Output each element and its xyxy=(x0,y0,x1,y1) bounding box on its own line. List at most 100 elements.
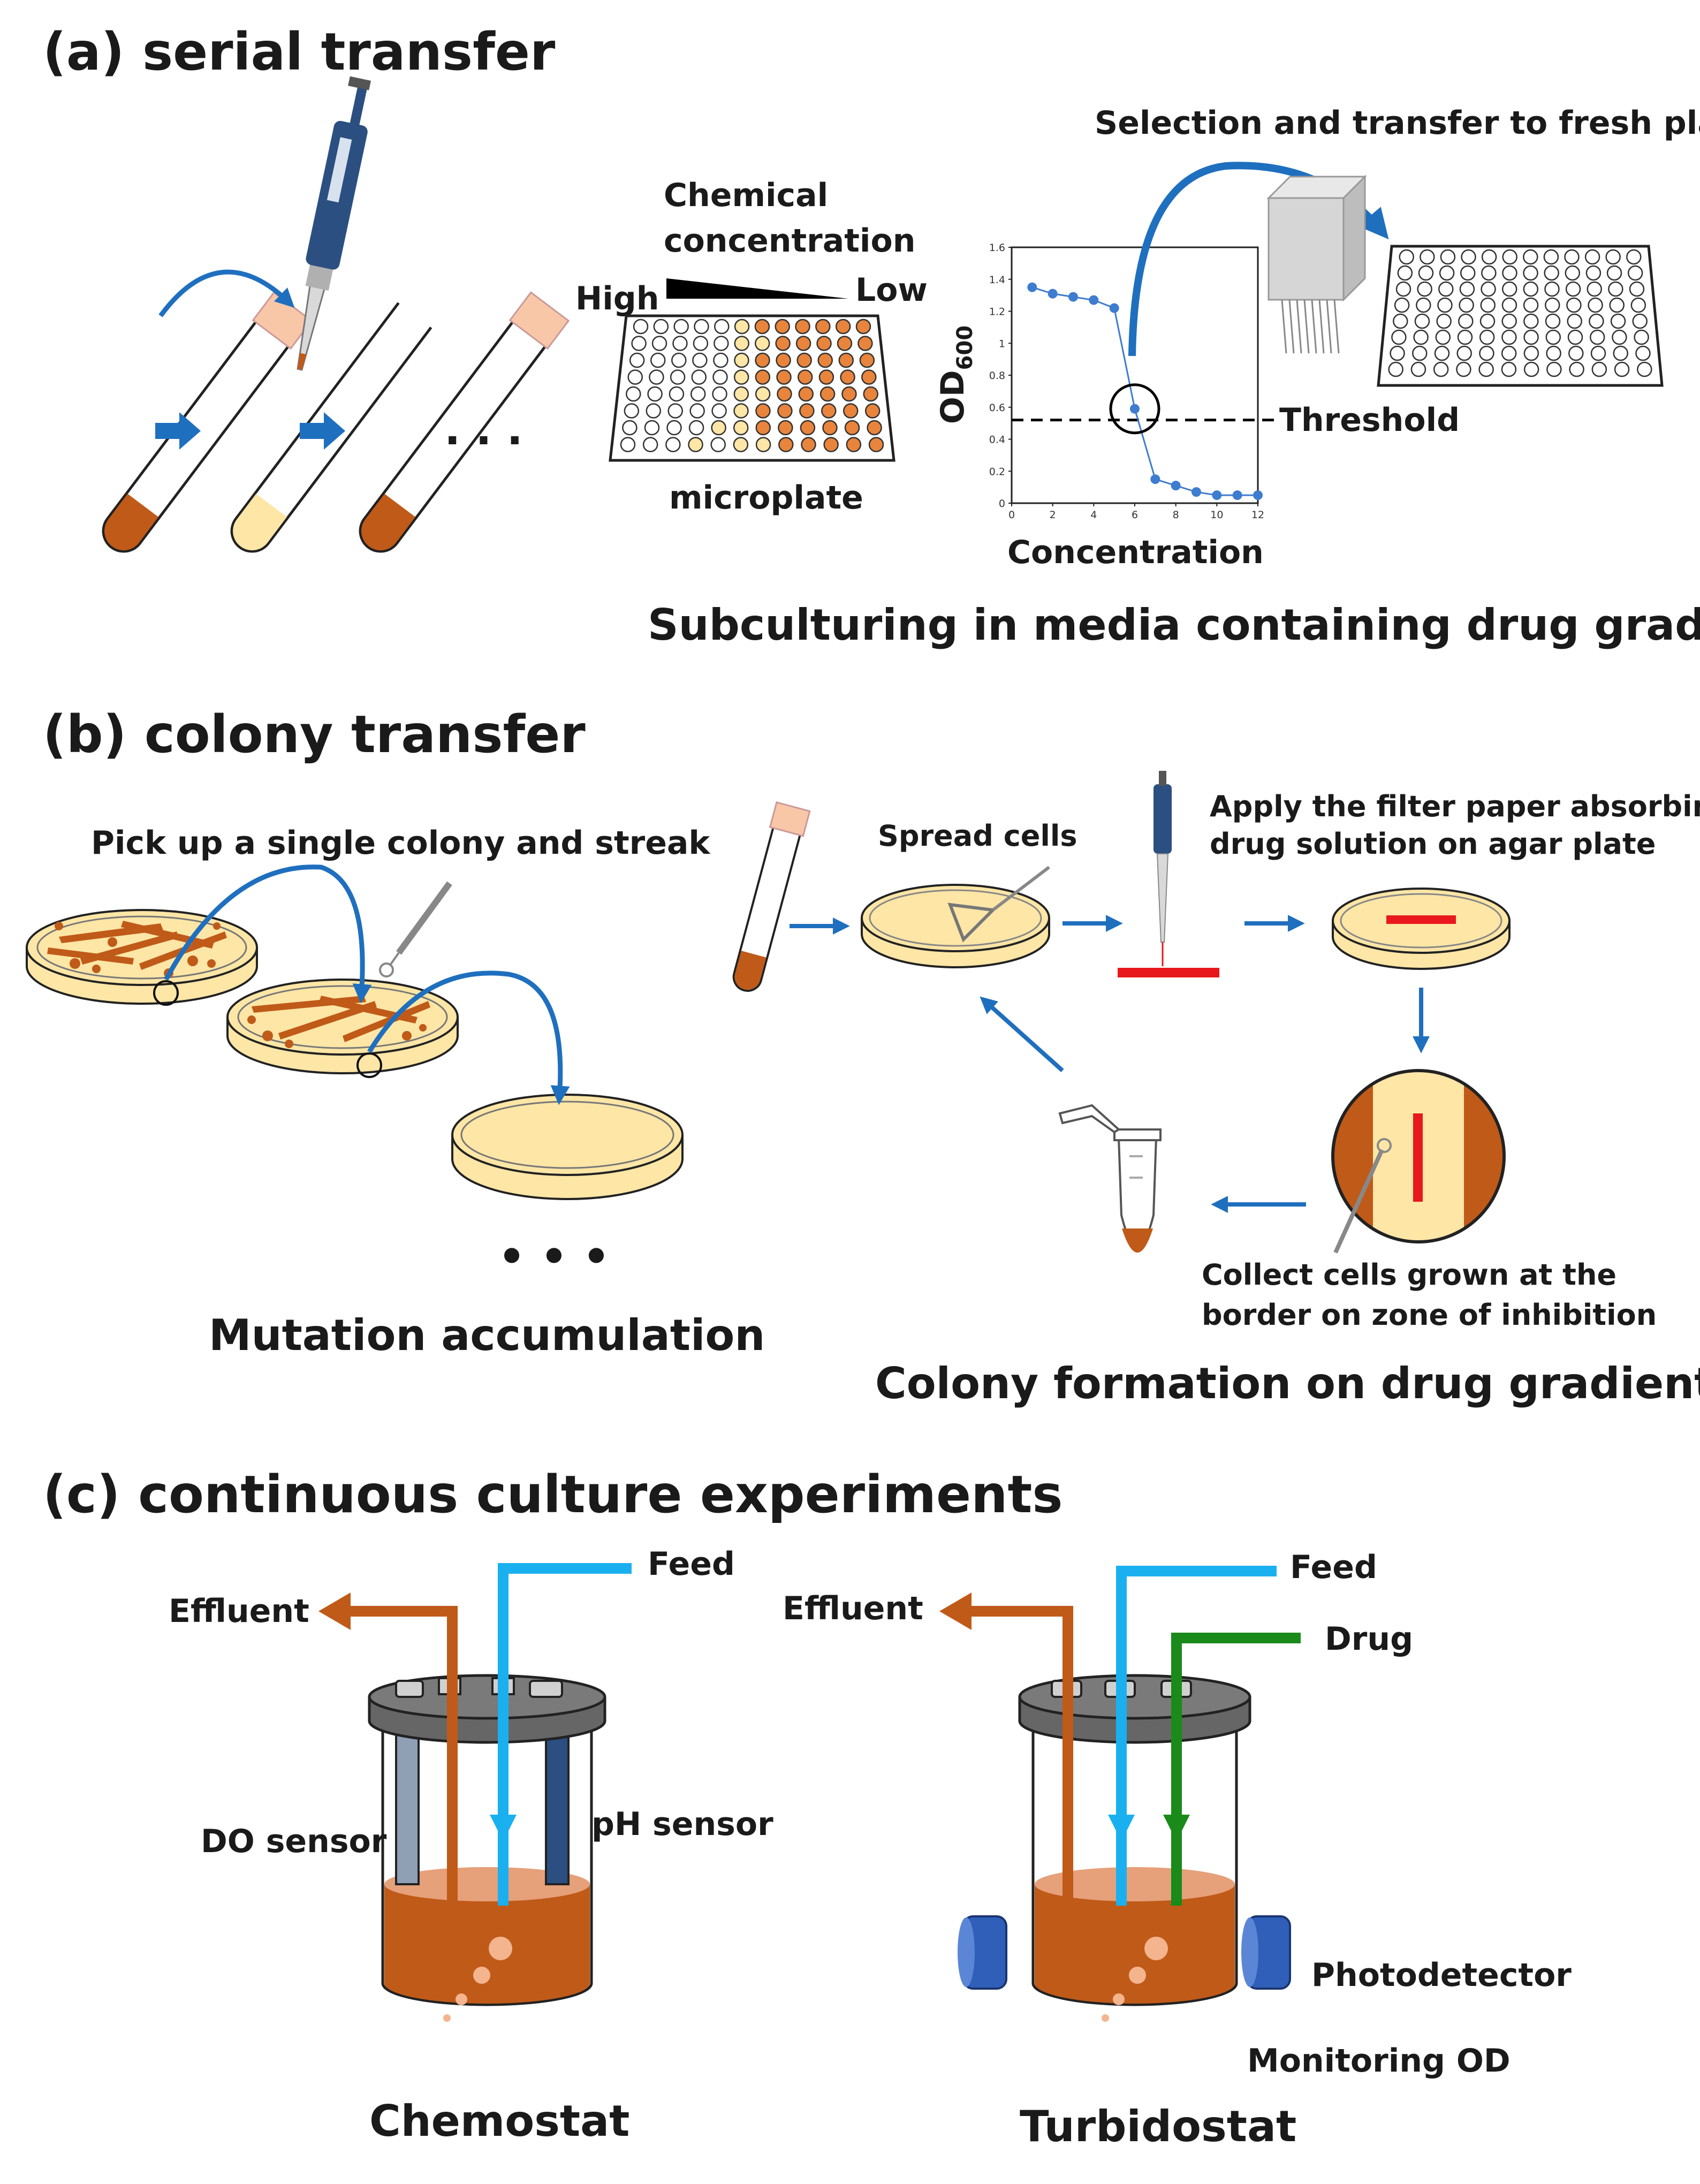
pipette-tip xyxy=(1303,299,1310,354)
fresh-plate-well xyxy=(1439,265,1455,281)
pipette-tip xyxy=(1326,299,1332,354)
y-tick-label: 0.6 xyxy=(989,402,1005,414)
fresh-plate-well xyxy=(1567,313,1582,329)
fresh-plate xyxy=(1377,245,1664,387)
streak-arrow-2 xyxy=(367,970,570,1105)
photodetector-right-icon xyxy=(1241,1915,1291,1990)
ph-sensor-probe xyxy=(545,1717,570,1885)
plate-well xyxy=(733,386,749,402)
fresh-plate-well xyxy=(1481,281,1496,297)
plate-well xyxy=(821,403,837,419)
fresh-plate-well xyxy=(1456,345,1472,361)
y-tick-label: 1.2 xyxy=(989,306,1005,318)
plate-well xyxy=(711,403,727,419)
plate-well xyxy=(692,352,708,368)
fresh-plate-well xyxy=(1635,345,1651,361)
apply-label-line2: drug solution on agar plate xyxy=(1210,827,1656,861)
fresh-plate-well xyxy=(1523,361,1539,377)
plate-well xyxy=(714,336,729,351)
transfer-label: Selection and transfer to fresh plate xyxy=(1095,104,1700,142)
plate-well xyxy=(712,386,727,402)
x-tick-label: 10 xyxy=(1210,509,1223,521)
plate-well xyxy=(843,403,859,419)
fresh-plate-well xyxy=(1501,329,1517,345)
plate-well xyxy=(714,318,730,335)
chemostat-effluent-line xyxy=(343,1606,458,1906)
plate-well xyxy=(755,420,771,436)
plate-well xyxy=(672,336,688,351)
gradient-title-line2: concentration xyxy=(664,222,915,260)
plate-well xyxy=(868,437,884,452)
fresh-plate-well xyxy=(1413,329,1429,345)
fresh-plate-well xyxy=(1566,297,1582,313)
fresh-plate-well xyxy=(1479,329,1495,345)
plate-well xyxy=(626,386,641,402)
panel-a-heading: (a) serial transfer xyxy=(43,22,556,82)
fresh-plate-well xyxy=(1605,249,1621,265)
fresh-plate-well xyxy=(1546,361,1562,377)
plate-well xyxy=(855,318,871,335)
fresh-plate-well xyxy=(1459,281,1475,297)
fresh-plate-well xyxy=(1565,281,1581,297)
spread-plate xyxy=(861,866,1050,968)
panel-b-caption: Colony formation on drug gradients xyxy=(875,1359,1700,1408)
monitoring-od-label: Monitoring OD xyxy=(1247,2042,1511,2080)
fresh-plate-wells xyxy=(1388,249,1652,377)
turbidostat-effluent-line xyxy=(963,1606,1073,1906)
plate-well xyxy=(689,403,705,419)
chart-y-label-sub: 600 xyxy=(953,325,977,370)
fresh-plate-well xyxy=(1637,361,1652,377)
plate-well xyxy=(754,336,770,351)
od-point xyxy=(1130,404,1140,414)
microplate xyxy=(609,314,895,462)
apply-label-line1: Apply the filter paper absorbing xyxy=(1210,790,1700,823)
plate-well xyxy=(801,437,816,452)
fresh-plate-well xyxy=(1546,345,1561,361)
fresh-plate-well xyxy=(1479,345,1494,361)
plate-well xyxy=(622,420,638,436)
fresh-plate-well xyxy=(1545,313,1561,329)
fresh-plate-well xyxy=(1436,313,1452,329)
fresh-plate-well xyxy=(1585,265,1602,281)
fresh-plate-well xyxy=(1523,249,1538,265)
y-tick-label: 0.4 xyxy=(989,434,1005,446)
do-sensor-probe xyxy=(395,1717,420,1885)
turbidostat-feed-label: Feed xyxy=(1290,1549,1377,1586)
panel-b-heading: (b) colony transfer xyxy=(43,704,586,764)
plate-well xyxy=(733,437,749,452)
collect-label-line1: Collect cells grown at the xyxy=(1202,1258,1616,1292)
pipette-icon xyxy=(297,76,371,371)
plate-well xyxy=(711,420,726,436)
fresh-plate-well xyxy=(1501,361,1517,377)
turbidostat-feed-arrow xyxy=(1108,1815,1135,1841)
turbidostat-effluent-arrow xyxy=(939,1592,972,1630)
mutation-caption: Mutation accumulation xyxy=(209,1310,765,1360)
fresh-plate-well xyxy=(1410,361,1426,377)
inhibition-zone-zoom xyxy=(1331,1069,1506,1254)
culture-tube-3 xyxy=(359,291,570,553)
plate-well xyxy=(734,336,750,351)
fresh-plate-well xyxy=(1502,265,1517,281)
fresh-plate-well xyxy=(1523,345,1539,361)
fresh-plate-well xyxy=(1390,345,1405,361)
plate-well xyxy=(755,403,771,419)
plate-well xyxy=(647,386,663,402)
dropper-pipette-icon xyxy=(1153,771,1172,966)
ph-sensor-label: pH sensor xyxy=(591,1806,773,1843)
fresh-plate-well xyxy=(1417,281,1432,297)
plate-well xyxy=(690,386,706,402)
fresh-plate-well xyxy=(1544,265,1559,281)
pipetting-arrow xyxy=(158,269,295,317)
plate-well xyxy=(800,420,816,436)
plate-well xyxy=(673,318,689,335)
fresh-plate-well xyxy=(1416,297,1431,313)
plate-well xyxy=(838,352,854,368)
threshold-crossing-circle xyxy=(1109,383,1160,435)
fresh-plate-well xyxy=(1394,297,1410,313)
plate-well xyxy=(777,403,793,419)
fresh-plate-well xyxy=(1435,329,1451,345)
fresh-plate-well xyxy=(1481,265,1497,281)
fresh-plate-well xyxy=(1458,313,1474,329)
plate-well xyxy=(755,352,770,368)
fresh-plate-well xyxy=(1589,329,1605,345)
